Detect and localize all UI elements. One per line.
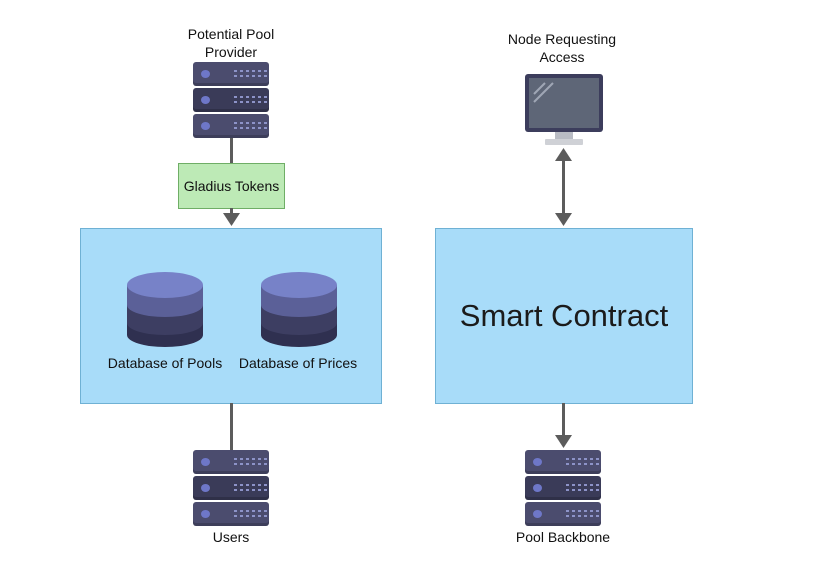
- node-label: Node Requesting Access: [507, 31, 617, 65]
- node-contract-line: [562, 160, 565, 218]
- down-arrow-icon: [555, 213, 572, 226]
- database-pools-icon: [127, 272, 203, 347]
- smart-contract-box: Smart Contract: [435, 228, 693, 404]
- db-prices-label: Database of Prices: [238, 355, 358, 371]
- db-pools-label: Database of Pools: [107, 355, 223, 371]
- provider-to-tokens-line: [230, 138, 233, 164]
- backbone-server-icon: [525, 450, 601, 528]
- monitor-icon: [525, 74, 603, 145]
- contract-to-backbone-line: [562, 403, 565, 438]
- down-arrow-icon: [223, 213, 240, 226]
- provider-label: Potential Pool Provider: [187, 26, 275, 60]
- up-arrow-icon: [555, 148, 572, 161]
- provider-server-icon: [193, 62, 269, 140]
- pool-to-users-line: [230, 403, 233, 451]
- users-label: Users: [212, 529, 250, 545]
- down-arrow-icon: [555, 435, 572, 448]
- backbone-label: Pool Backbone: [515, 529, 611, 545]
- gladius-tokens-box: Gladius Tokens: [178, 163, 285, 209]
- database-prices-icon: [261, 272, 337, 347]
- users-server-icon: [193, 450, 269, 528]
